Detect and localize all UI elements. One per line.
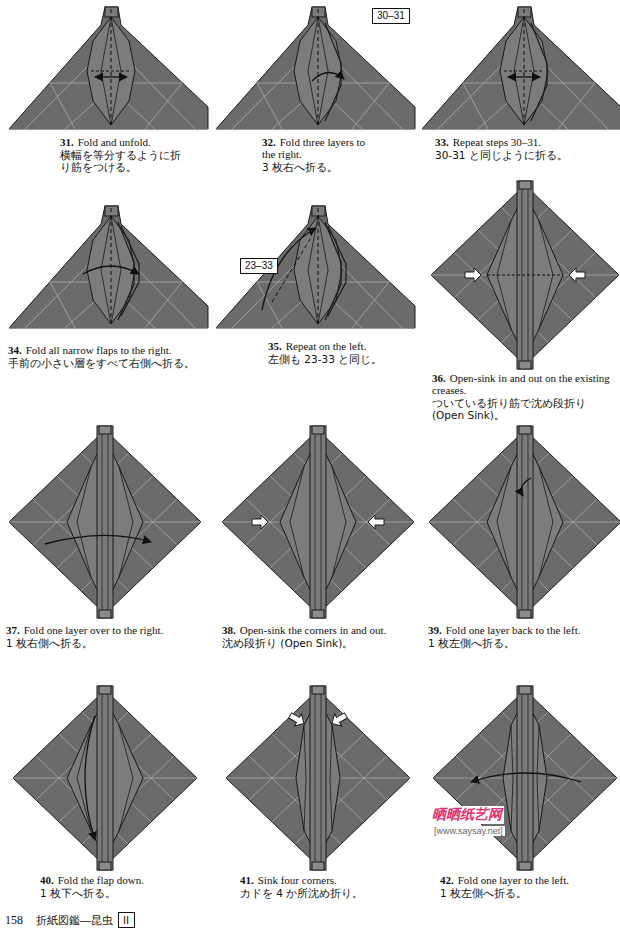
fold-figure (216, 206, 415, 328)
step-instruction: Repeat steps 30–31. (453, 136, 541, 148)
step-number: 33. (435, 136, 449, 148)
fold-figure (433, 686, 617, 870)
step-caption: 32.Fold three layers to the right.3 枚右へ折… (262, 136, 380, 173)
fold-figure (9, 426, 201, 618)
step-number: 32. (262, 136, 276, 148)
step-number: 39. (428, 624, 442, 636)
watermark-url: [www.saysay.net] (432, 826, 505, 836)
fold-arrow (312, 72, 344, 81)
fold-figure (222, 426, 414, 618)
step-number: 42. (440, 874, 454, 886)
step-instruction: Fold one layer to the left. (458, 874, 569, 886)
step-instruction-ja: 手前の小さい層をすべて右側へ折る。 (8, 357, 213, 369)
reference-box: 23–33 (240, 258, 278, 274)
step-caption: 37. Fold one layer over to the right.1 枚右… (6, 624, 206, 649)
step-number: 34. (8, 344, 22, 356)
step-instruction: Fold three layers to the right. (262, 136, 365, 160)
reference-box: 30–31 (372, 8, 410, 24)
step-number: 36. (432, 372, 446, 384)
sink-arrow (465, 268, 481, 282)
step-instruction-ja: 横幅を等分するように折り筋をつける。 (60, 149, 185, 173)
step-instruction: Fold one layer back to the left. (446, 624, 581, 636)
fold-arrow (45, 535, 151, 544)
step-number: 31. (60, 136, 74, 148)
sink-arrow (287, 709, 308, 729)
box-text: 30–31 (377, 10, 405, 22)
step-caption: 39. Fold one layer back to the left.1 枚左側… (428, 624, 618, 649)
sink-arrow (329, 709, 350, 729)
fold-arrow (508, 76, 540, 77)
fold-figure (13, 686, 197, 870)
step-instruction: Fold and unfold. (78, 136, 151, 148)
box-text: 23–33 (245, 260, 273, 272)
sink-arrow (569, 268, 585, 282)
step-instruction-ja: 1 枚左側へ折る。 (440, 887, 610, 899)
step-caption: 36.Open-sink in and out on the existing … (432, 372, 614, 421)
step-number: 38. (222, 624, 236, 636)
fold-figure (422, 7, 620, 129)
step-instruction: Sink four corners. (258, 874, 337, 886)
fold-figure (429, 426, 620, 618)
step-caption: 38. Open-sink the corners in and out.沈め段折… (222, 624, 422, 649)
step-instruction-ja: 1 枚右側へ折る。 (6, 637, 206, 649)
fold-figure (226, 686, 410, 870)
step-instruction: Repeat on the left. (286, 340, 367, 352)
step-instruction-ja: 左側も 23-33 と同じ。 (268, 353, 428, 365)
step-caption: 42. Fold one layer to the left.1 枚左側へ折る。 (440, 874, 610, 899)
page-number: 158 (5, 913, 23, 928)
step-instruction-ja: 3 枚右へ折る。 (262, 161, 402, 173)
step-number: 37. (6, 624, 20, 636)
reference-box: II (118, 912, 135, 928)
fold-figure (431, 181, 619, 369)
step-instruction: Fold one layer over to the right. (24, 624, 164, 636)
watermark: 晒晒纸艺网 (430, 806, 504, 824)
step-caption: 33. Repeat steps 30–31.30-31 と同じように折る。 (435, 136, 605, 161)
fold-figure (216, 7, 415, 129)
sink-arrow (252, 515, 268, 529)
step-number: 35. (268, 340, 282, 352)
step-instruction-ja: カドを 4 か所沈め折り。 (240, 887, 410, 899)
step-caption: 31. Fold and unfold.横幅を等分するように折り筋をつける。 (60, 136, 185, 173)
step-instruction-ja: 30-31 と同じように折る。 (435, 149, 605, 161)
fold-arrow (85, 716, 95, 840)
step-caption: 41. Sink four corners.カドを 4 か所沈め折り。 (240, 874, 410, 899)
fold-arrow (521, 478, 531, 496)
step-instruction-ja: 1 枚下へ折る。 (40, 887, 200, 899)
book-title: 折紙図鑑―昆虫 (36, 913, 113, 928)
step-instruction-ja: 1 枚左側へ折る。 (428, 637, 618, 649)
step-instruction: Fold all narrow flaps to the right. (26, 344, 172, 356)
step-instruction: Fold the flap down. (58, 874, 144, 886)
fold-figure (9, 206, 208, 328)
step-instruction: Open-sink in and out on the existing cre… (432, 372, 610, 396)
sink-arrow (368, 515, 384, 529)
step-caption: 40. Fold the flap down.1 枚下へ折る。 (40, 874, 200, 899)
step-number: 41. (240, 874, 254, 886)
step-instruction: Open-sink the corners in and out. (240, 624, 387, 636)
step-instruction-ja: ついている折り筋で沈め段折り (Open Sink)。 (432, 397, 592, 421)
step-instruction-ja: 沈め段折り (Open Sink)。 (222, 637, 422, 649)
fold-figure (9, 7, 208, 129)
step-caption: 34. Fold all narrow flaps to the right.手前… (8, 344, 213, 369)
fold-arrow (83, 266, 139, 274)
step-number: 40. (40, 874, 54, 886)
fold-arrow (95, 76, 127, 77)
fold-arrow (471, 773, 581, 782)
step-caption: 35. Repeat on the left.左側も 23-33 と同じ。 (268, 340, 428, 365)
box-text: II (123, 914, 130, 926)
